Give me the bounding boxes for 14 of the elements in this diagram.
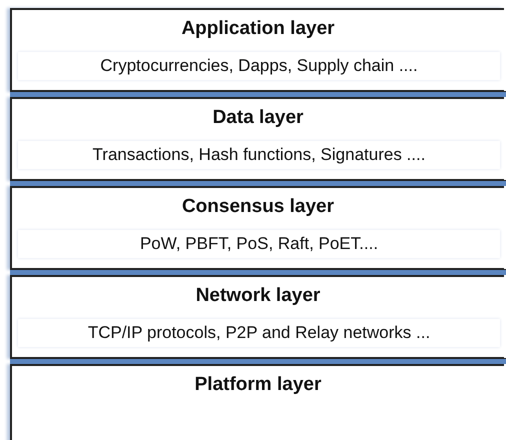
layer-box [10,8,504,92]
layer-description: Cryptocurrencies, Dapps, Supply chain .... [18,52,500,80]
layer-heading: Application layer [180,18,336,40]
layer-box [10,186,504,270]
layer-heading: Platform layer [194,374,322,396]
layer-heading: Data layer [212,107,304,129]
layer-box [10,364,504,440]
layer-description: Transactions, Hash functions, Signatures .... [18,141,500,169]
layer-heading: Network layer [194,285,322,307]
layer-box [10,275,504,359]
layer-description: PoW, PBFT, PoS, Raft, PoET.... [18,230,500,258]
layer-heading: Consensus layer [180,196,336,218]
layer-description: TCP/IP protocols, P2P and Relay networks ... [18,319,500,347]
layer-box [10,97,504,181]
